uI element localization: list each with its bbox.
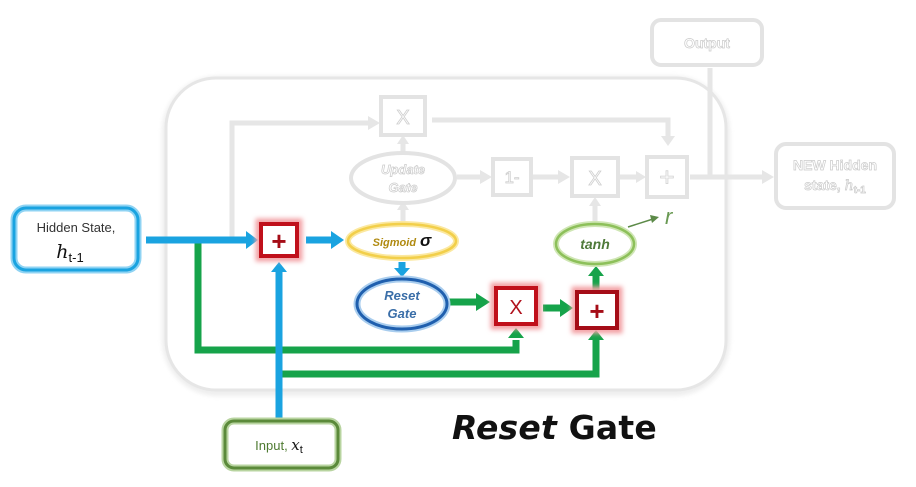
hidden-state-var: h <box>56 241 68 263</box>
sigmoid-label: Sigmoid <box>373 237 417 249</box>
node-output: Output <box>650 18 764 67</box>
multiply-mid-symbol: X <box>588 168 601 190</box>
sigmoid-symbol: σ <box>420 231 432 250</box>
tanh-label: tanh <box>580 236 610 252</box>
node-add-out: + <box>645 155 689 199</box>
node-tanh: tanh <box>553 221 637 267</box>
node-add-reset: + <box>571 286 623 334</box>
arrowhead <box>762 170 774 184</box>
r-arrowhead <box>650 215 659 223</box>
title-rest: Gate <box>556 408 657 447</box>
add-reset-symbol: + <box>589 296 604 326</box>
arrowhead <box>589 197 601 206</box>
node-reset-gate: Reset Gate <box>353 275 451 333</box>
node-add-input: + <box>255 218 303 262</box>
arrowhead <box>331 231 344 249</box>
green-paths <box>194 240 600 378</box>
arrowhead <box>397 135 409 144</box>
arrowhead <box>368 116 380 130</box>
green-path-input-to-add <box>282 340 600 378</box>
reset-gate-line1: Reset <box>384 288 420 303</box>
node-input: Input, xt <box>221 417 342 472</box>
hidden-state-sub: t-1 <box>69 250 84 265</box>
r-annotation: r <box>627 204 674 229</box>
input-label: Input, <box>255 438 291 453</box>
hidden-state-var-group: ht-1 <box>56 241 83 265</box>
update-gate-line2: Gate <box>389 180 418 195</box>
reset-gate-line2: Gate <box>388 306 417 321</box>
arrowhead <box>246 231 258 249</box>
add-input-symbol: + <box>271 226 286 256</box>
arrowhead <box>394 268 410 277</box>
r-label: r <box>665 204 674 229</box>
arrowhead <box>560 299 573 317</box>
node-update-gate: Update Gate <box>349 151 457 205</box>
arrowhead <box>558 170 570 184</box>
arrowhead <box>271 262 287 272</box>
green-arrowheads <box>476 266 604 340</box>
input-var: x <box>291 436 300 454</box>
title-emphasis: Reset <box>452 408 557 447</box>
arrowhead <box>588 266 604 276</box>
node-multiply-top: X <box>379 95 427 137</box>
diagram-title: Reset Gate <box>452 408 657 447</box>
faded-path-top <box>432 117 671 140</box>
update-gate-line1: Update <box>381 162 425 177</box>
arrowhead <box>661 136 675 146</box>
blue-arrowheads <box>246 231 410 277</box>
new-hidden-var: h <box>845 178 854 194</box>
arrowhead <box>476 293 490 311</box>
arrowhead <box>397 201 409 210</box>
new-hidden-sub: t-1 <box>854 185 867 196</box>
add-out-symbol: + <box>659 162 674 192</box>
node-new-hidden-state: NEW Hidden state, ht-1 <box>774 142 896 210</box>
output-label: Output <box>684 35 730 51</box>
multiply-reset-symbol: X <box>509 297 522 319</box>
node-multiply-mid: X <box>570 156 620 198</box>
node-multiply-reset: X <box>490 282 542 330</box>
new-hidden-line2: state, ht-1 <box>804 177 866 196</box>
r-arrow-line <box>627 218 654 228</box>
arrowhead <box>588 330 604 340</box>
node-hidden-state: Hidden State, ht-1 <box>10 204 142 274</box>
arrowhead <box>636 171 646 183</box>
one-minus-symbol: 1- <box>504 168 519 187</box>
new-hidden-prefix: state, <box>804 177 844 193</box>
new-hidden-line1: NEW Hidden <box>793 157 877 173</box>
green-path-hidden-to-multiply <box>194 240 520 354</box>
faded-arrowheads <box>368 116 774 210</box>
hidden-state-label: Hidden State, <box>37 220 116 235</box>
arrowhead <box>508 328 524 338</box>
faded-path-skip <box>229 120 370 240</box>
input-label-group: Input, xt <box>255 436 303 456</box>
node-one-minus: 1- <box>491 157 533 197</box>
input-sub: t <box>300 444 303 456</box>
multiply-top-symbol: X <box>396 107 409 129</box>
arrowhead <box>480 170 492 184</box>
